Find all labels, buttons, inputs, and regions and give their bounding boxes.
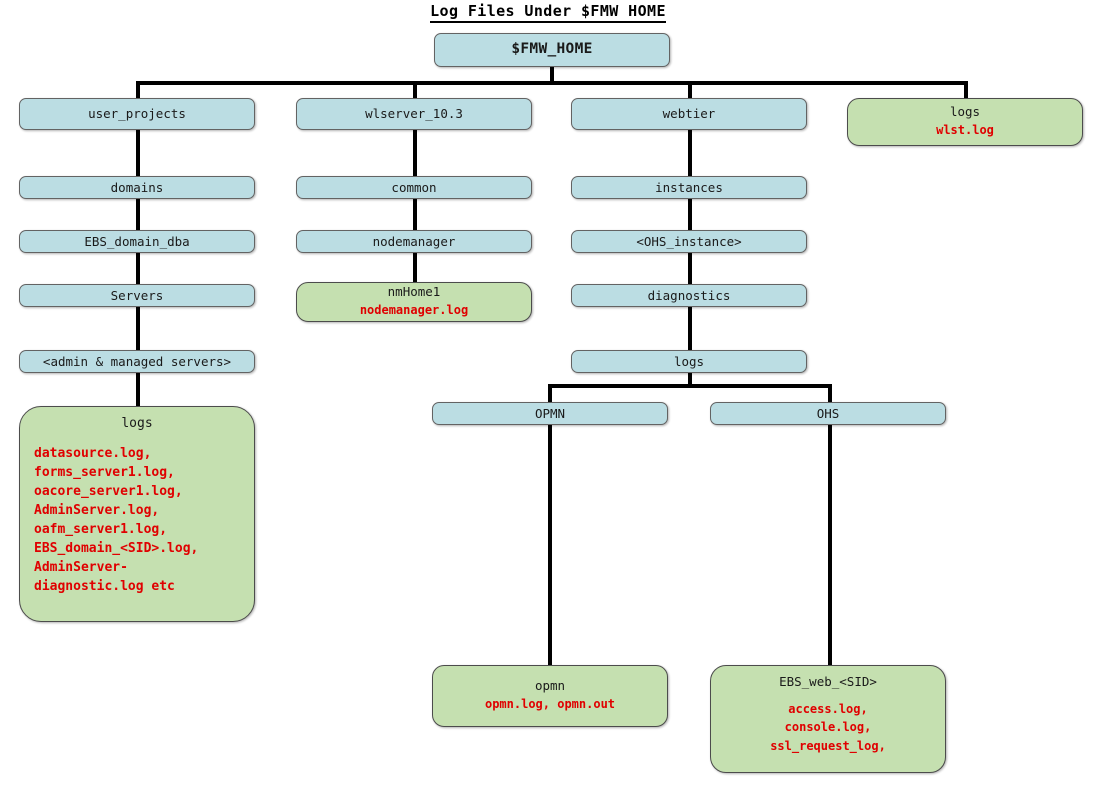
connector-webtier-instances xyxy=(688,129,692,179)
node-diagnostics[interactable]: diagnostics xyxy=(571,284,807,307)
connector-drop-ohs xyxy=(828,384,832,402)
page-title-text: Log Files Under $FMW HOME xyxy=(430,2,666,23)
node-files: opmn.log, opmn.out xyxy=(484,696,616,711)
connector-logs-bus xyxy=(548,384,832,388)
node-label: logs xyxy=(673,353,705,369)
node-label: webtier xyxy=(662,106,716,122)
node-domains[interactable]: domains xyxy=(19,176,255,199)
connector-ohsinstance-diagnostics xyxy=(688,252,692,286)
node-instances[interactable]: instances xyxy=(571,176,807,199)
node-common[interactable]: common xyxy=(296,176,532,199)
node-label: $FMW_HOME xyxy=(511,41,593,58)
node-label: opmn xyxy=(534,678,566,694)
node-files: access.log, console.log, ssl_request_log… xyxy=(770,702,886,753)
connector-drop-user-projects xyxy=(136,81,140,100)
connector-ohs-ebsweb xyxy=(828,424,832,667)
connector-drop-wlserver xyxy=(413,81,417,100)
connector-opmn-opmnfiles xyxy=(548,424,552,667)
node-ebs-domain-dba[interactable]: EBS_domain_dba xyxy=(19,230,255,253)
connector-root-bus xyxy=(136,81,968,85)
node-user-projects[interactable]: user_projects xyxy=(19,98,255,130)
node-ohs-dir[interactable]: OHS xyxy=(710,402,946,425)
node-label: logs xyxy=(949,104,981,120)
node-label: instances xyxy=(655,179,723,195)
connector-instances-ohsinstance xyxy=(688,198,692,232)
node-ebs-web-logs[interactable]: EBS_web_<SID> access.log, console.log, s… xyxy=(710,665,946,773)
node-label: nodemanager xyxy=(372,233,456,249)
node-label: domains xyxy=(110,179,164,195)
node-label: EBS_domain_dba xyxy=(84,233,190,249)
node-opmn-dir[interactable]: OPMN xyxy=(432,402,668,425)
node-label: OPMN xyxy=(534,405,566,421)
node-label: common xyxy=(391,179,437,195)
node-label: diagnostics xyxy=(647,287,731,303)
node-label: <admin & managed servers> xyxy=(42,353,232,369)
node-label: OHS xyxy=(816,405,840,421)
connector-drop-opmn xyxy=(548,384,552,402)
node-label: logs xyxy=(121,416,153,431)
node-files: datasource.log, forms_server1.log, oacor… xyxy=(34,445,199,595)
connector-ebsdomain-servers xyxy=(136,252,140,286)
node-label: wlserver_10.3 xyxy=(365,106,463,122)
connector-nodemanager-nmhome1 xyxy=(413,252,417,283)
connector-user-projects-domains xyxy=(136,129,140,179)
connector-domains-ebsdomain xyxy=(136,198,140,231)
node-ohs-instance[interactable]: <OHS_instance> xyxy=(571,230,807,253)
node-wlst-logs[interactable]: logs wlst.log xyxy=(847,98,1083,146)
node-wlserver[interactable]: wlserver_10.3 xyxy=(296,98,532,130)
node-opmn-logs[interactable]: opmn opmn.log, opmn.out xyxy=(432,665,668,727)
connector-logs-stem xyxy=(688,372,692,386)
node-label: <OHS_instance> xyxy=(636,233,742,249)
connector-common-nodemanager xyxy=(413,198,417,232)
node-label: Servers xyxy=(110,287,164,303)
node-webtier-logs[interactable]: logs xyxy=(571,350,807,373)
node-label: user_projects xyxy=(88,106,186,122)
node-servers[interactable]: Servers xyxy=(19,284,255,307)
page-title: Log Files Under $FMW HOME xyxy=(0,2,1096,23)
node-domain-logs[interactable]: logs datasource.log, forms_server1.log, … xyxy=(19,406,255,622)
connector-wlserver-common xyxy=(413,129,417,179)
connector-adminmanaged-logs xyxy=(136,372,140,406)
node-fmw-home[interactable]: $FMW_HOME xyxy=(434,33,670,67)
connector-drop-webtier xyxy=(688,81,692,100)
connector-diagnostics-logs xyxy=(688,306,692,352)
node-label: EBS_web_<SID> xyxy=(779,674,877,689)
node-admin-managed-servers[interactable]: <admin & managed servers> xyxy=(19,350,255,373)
node-files: nodemanager.log xyxy=(359,302,469,317)
connector-root-stem xyxy=(550,67,554,83)
node-webtier[interactable]: webtier xyxy=(571,98,807,130)
node-files: wlst.log xyxy=(936,122,994,137)
connector-servers-adminmanaged xyxy=(136,306,140,352)
node-nodemanager[interactable]: nodemanager xyxy=(296,230,532,253)
node-label: nmHome1 xyxy=(387,284,441,300)
connector-drop-logs xyxy=(964,81,968,100)
node-nmhome1[interactable]: nmHome1 nodemanager.log xyxy=(296,282,532,322)
